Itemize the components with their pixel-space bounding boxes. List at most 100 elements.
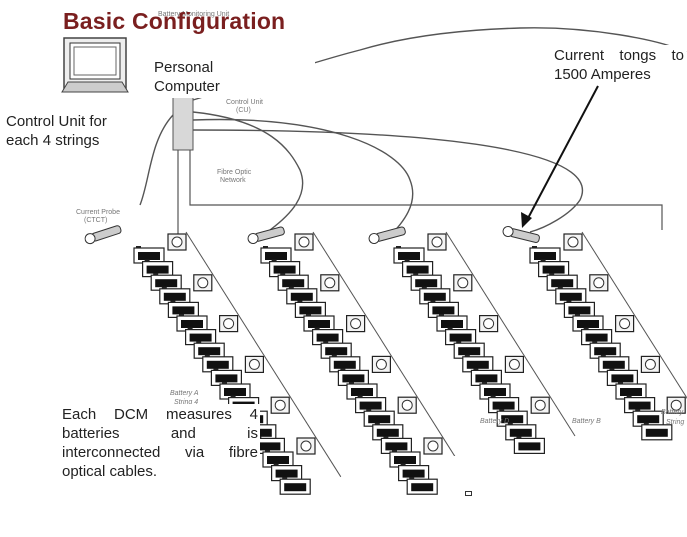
dcm-label: Each DCM measures 4 batteries and is int…	[60, 404, 260, 482]
string-c-battery-1-label	[406, 265, 429, 274]
string-c-battery-6-label	[449, 333, 472, 342]
probe-jaw	[368, 233, 380, 245]
string-d-dcm-3-dial	[593, 277, 605, 289]
computer-screen-inner	[73, 46, 117, 76]
string-a-battery-16-label	[275, 469, 298, 478]
string-a-rail	[185, 231, 342, 478]
string-a-dcm-6-dial	[223, 318, 235, 330]
string-b-battery-8-label	[333, 360, 356, 369]
string-d-battery-2-terminal	[549, 273, 555, 276]
string-d-battery-5-label	[577, 320, 599, 328]
string-d-battery-11-terminal	[626, 395, 632, 398]
string-d-battery-7-label	[594, 347, 617, 356]
diagram-caption-box	[447, 456, 687, 537]
string-a-battery-2-label	[155, 279, 178, 288]
string-d-battery-2-label	[551, 279, 574, 288]
string-b-battery-15-label	[394, 456, 416, 464]
string-b-battery-12-label	[368, 415, 391, 424]
battery-d-label: Battery	[661, 409, 684, 416]
string-a-battery-8-label	[206, 360, 229, 369]
string-a-battery-1-label	[146, 265, 169, 274]
probe-code-text: (CTCT)	[84, 217, 107, 224]
string-c-battery-10-terminal	[482, 382, 487, 384]
string-d-dcm-9-dial	[644, 358, 656, 370]
string-a-dcm-9-dial	[248, 358, 260, 370]
string-b-battery-6-terminal	[314, 327, 320, 330]
current-tongs-label: Current tongs to 1500 Amperes	[552, 45, 686, 85]
string-d-dcm-6-dial	[619, 318, 631, 330]
computer-keyboard	[61, 81, 129, 93]
string-b-battery-11-label	[359, 401, 382, 410]
string-a-dcm-3-dial	[197, 277, 209, 289]
string-c-battery-6-terminal	[447, 327, 453, 330]
string-a-battery-15-terminal	[265, 450, 270, 452]
string-a-battery-10-label	[224, 388, 246, 396]
string-d-battery-8-label	[602, 360, 625, 369]
string-a-battery-5-label	[181, 320, 203, 328]
string-a-battery-3-terminal	[161, 286, 167, 289]
string-b-dcm-6-dial	[350, 318, 362, 330]
string-c-dcm-0-dial	[431, 236, 443, 248]
computer-screen	[69, 42, 121, 80]
string-d-battery-9-terminal	[609, 368, 615, 371]
string-c-battery-12-label	[501, 415, 524, 424]
string-a-dcm-0-dial	[171, 236, 183, 248]
string-c-battery-14-label	[518, 442, 541, 451]
string-b-battery-0-terminal	[263, 246, 268, 248]
string-a-battery-8-terminal	[204, 354, 210, 357]
string-a-battery-1-terminal	[144, 259, 150, 262]
probe-jaw	[247, 233, 259, 245]
string-c-battery-4-terminal	[430, 300, 436, 303]
string-c-battery-11-terminal	[490, 395, 496, 398]
string-b-battery-4-terminal	[297, 300, 303, 303]
network-text: Network	[220, 177, 246, 184]
probe-jaw	[502, 226, 514, 238]
string-a-battery-5-terminal	[179, 314, 184, 316]
battery-a-label: Battery A	[170, 390, 199, 397]
string-d-battery-13-label	[645, 428, 668, 437]
string-d-battery-1-label	[542, 265, 565, 274]
string-d-battery-10-label	[620, 388, 642, 396]
string-b-battery-13-terminal	[374, 422, 380, 425]
string-d-battery-5-terminal	[575, 314, 580, 316]
string-d-battery-13-terminal	[643, 422, 649, 425]
string-a-battery-6-terminal	[187, 327, 193, 330]
string-c-battery-3-terminal	[421, 286, 427, 289]
cu-text: Control Unit	[226, 99, 263, 106]
string-d-battery-11-label	[628, 401, 651, 410]
string-c-battery-7-terminal	[456, 341, 462, 344]
string-b-battery-10-terminal	[349, 382, 354, 384]
string-c-battery-11-label	[492, 401, 515, 410]
string-d-dcm-12-dial	[670, 399, 682, 411]
string-d-battery-12-label	[637, 415, 660, 424]
string-b-battery-10-label	[351, 388, 373, 396]
string-b-battery-15-terminal	[392, 450, 397, 452]
string-b-battery-5-terminal	[306, 314, 311, 316]
fibre-bus-line	[189, 150, 663, 230]
string-b-battery-1-terminal	[271, 259, 277, 262]
probe-body	[375, 226, 406, 242]
string-a-battery-0-terminal	[136, 246, 141, 248]
string-a-dcm-12-dial	[274, 399, 286, 411]
string-b-battery-13-label	[376, 428, 399, 437]
string-d-battery-7-terminal	[592, 341, 598, 344]
string-b-battery-7-label	[325, 347, 348, 356]
control-unit-box	[172, 91, 194, 151]
string-d-battery-4-terminal	[566, 300, 572, 303]
string-d-battery-12-terminal	[635, 409, 641, 412]
string-a-label: String 4	[174, 399, 198, 406]
string-b-battery-17-terminal	[409, 477, 415, 480]
string-a-battery-4-label	[172, 306, 195, 315]
string-c-battery-10-label	[484, 388, 506, 396]
string-a-battery-3-label	[163, 292, 186, 301]
string-b-battery-17-label	[411, 483, 434, 492]
string-a-battery-7-label	[198, 347, 221, 356]
string-b-dcm-0-dial	[298, 236, 310, 248]
string-d-rail	[581, 231, 687, 399]
string-d-label: String	[666, 419, 684, 426]
string-b-battery-1-label	[273, 265, 296, 274]
string-b-battery-12-terminal	[366, 409, 372, 412]
string-c-rail	[445, 231, 576, 437]
string-a-battery-14-label	[258, 442, 281, 451]
